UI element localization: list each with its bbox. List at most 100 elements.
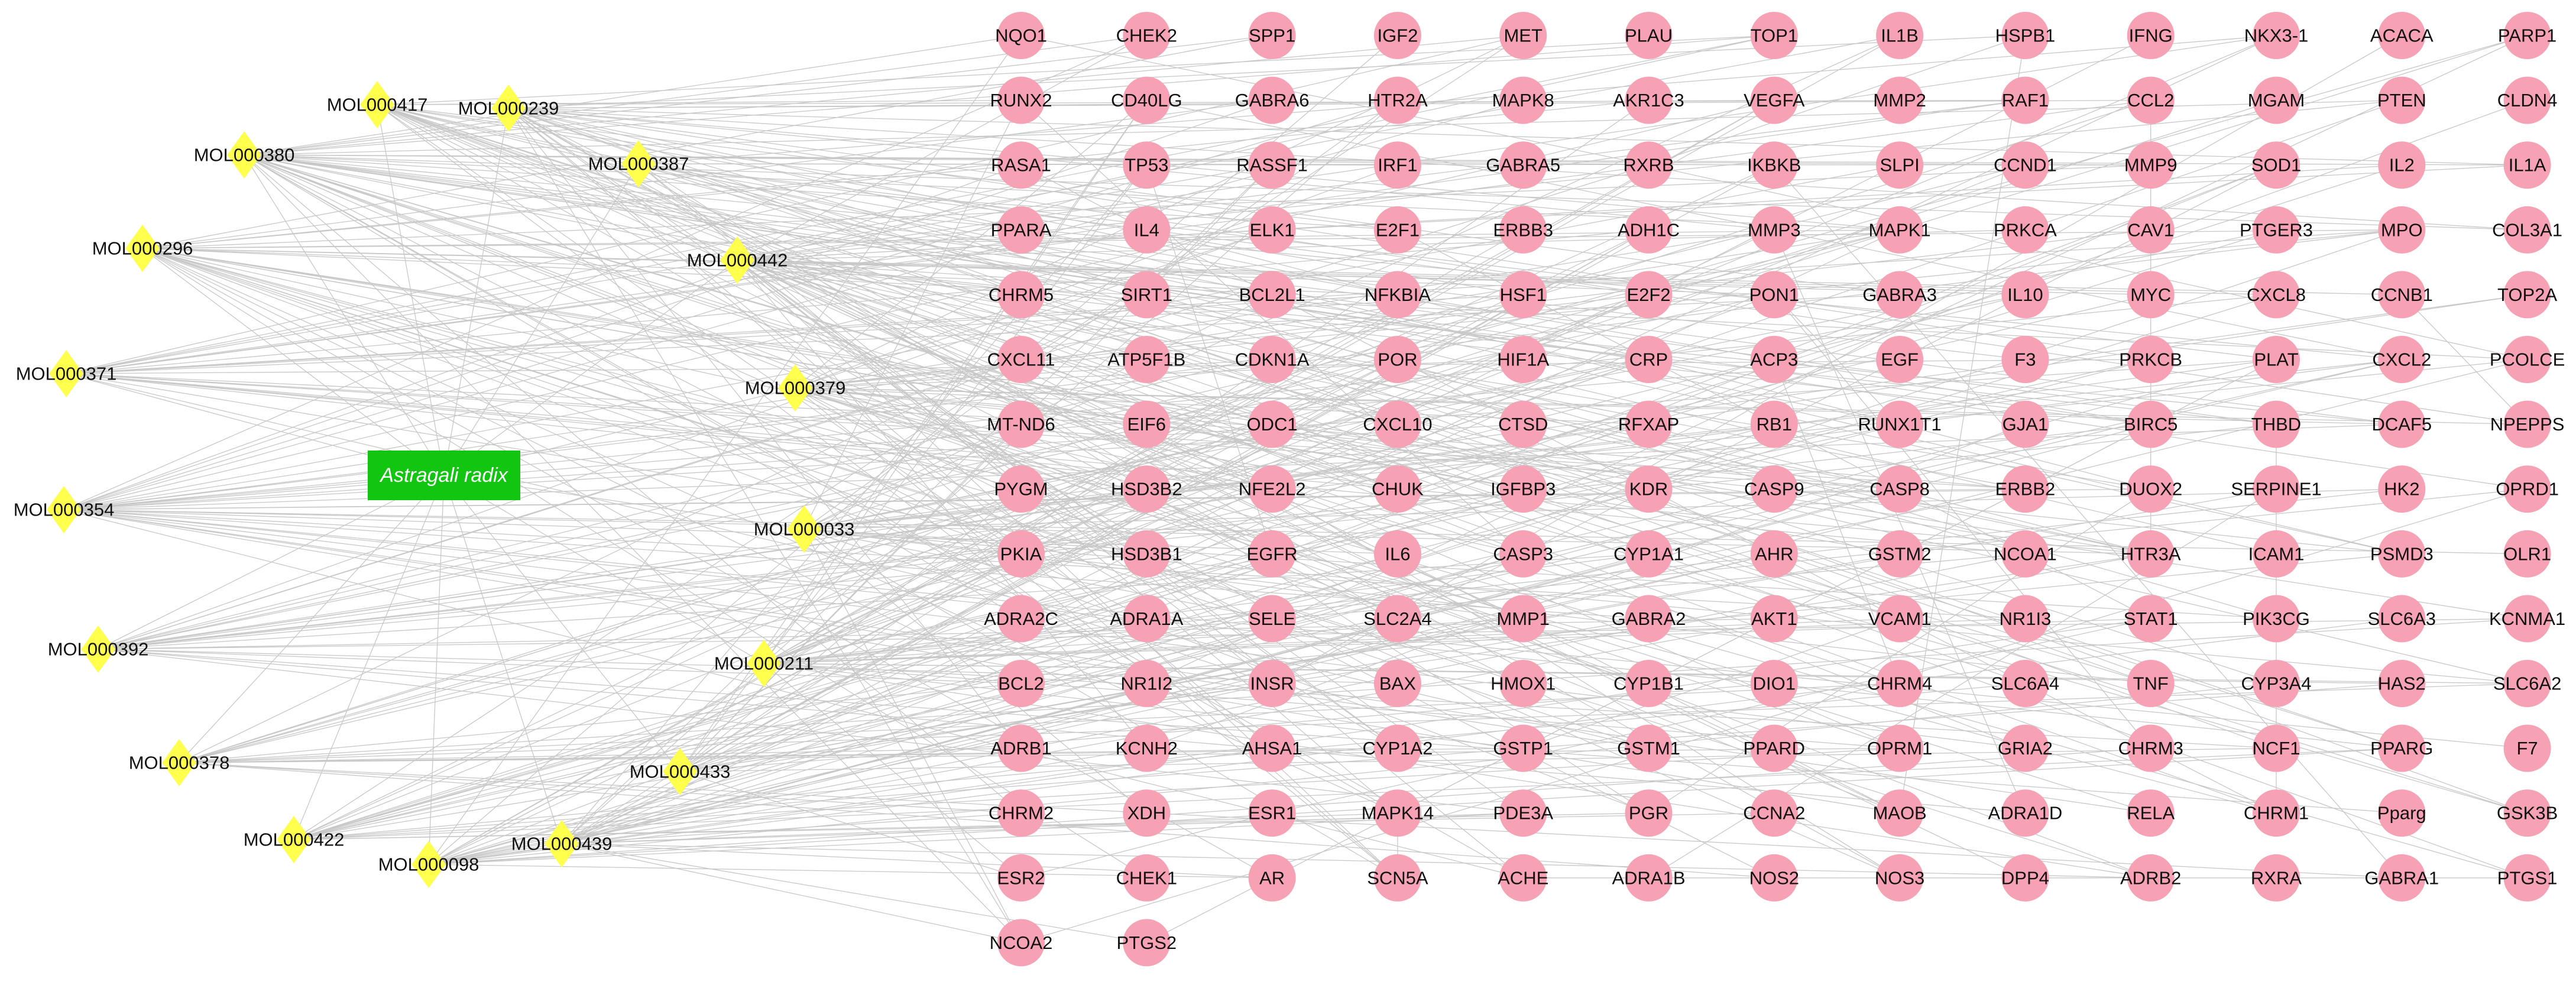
target-node[interactable]: ESR2: [997, 854, 1045, 902]
target-node[interactable]: RASSF1: [1236, 141, 1308, 189]
target-node[interactable]: PSMD3: [2370, 530, 2434, 578]
target-node[interactable]: MMP3: [1748, 206, 1801, 254]
target-node[interactable]: AHSA1: [1242, 724, 1302, 772]
target-node[interactable]: CTSD: [1498, 400, 1548, 448]
target-node[interactable]: IGFBP3: [1490, 465, 1556, 513]
target-node[interactable]: MYC: [2127, 271, 2175, 319]
target-node[interactable]: PLAU: [1625, 12, 1673, 59]
target-node[interactable]: CRP: [1625, 336, 1673, 383]
target-node[interactable]: HSD3B1: [1111, 530, 1182, 578]
target-node[interactable]: ADRB2: [2120, 854, 2181, 902]
target-node[interactable]: CHRM2: [989, 789, 1054, 837]
target-node[interactable]: GABRA1: [2364, 854, 2439, 902]
target-node[interactable]: RB1: [1750, 400, 1798, 448]
target-node[interactable]: GABRA2: [1612, 595, 1686, 643]
target-node[interactable]: MAPK1: [1869, 206, 1931, 254]
target-node[interactable]: PPARA: [991, 206, 1052, 254]
target-node[interactable]: F3: [2001, 336, 2049, 383]
target-node[interactable]: CCL2: [2127, 76, 2175, 124]
target-node[interactable]: EIF6: [1123, 400, 1171, 448]
target-node[interactable]: BAX: [1373, 660, 1421, 707]
target-node[interactable]: PGR: [1625, 789, 1673, 837]
target-node[interactable]: GSTM1: [1617, 724, 1680, 772]
target-node[interactable]: XDH: [1123, 789, 1171, 837]
target-node[interactable]: IFNG: [2127, 12, 2175, 59]
target-node[interactable]: CHRM5: [989, 271, 1054, 319]
target-node[interactable]: IL6: [1373, 530, 1421, 578]
compound-node[interactable]: MOL000442: [687, 236, 788, 284]
target-node[interactable]: EGFR: [1247, 530, 1298, 578]
target-node[interactable]: MPO: [2378, 206, 2426, 254]
compound-node[interactable]: MOL000354: [14, 486, 115, 533]
target-node[interactable]: CD40LG: [1111, 76, 1182, 124]
target-node[interactable]: NFKBIA: [1365, 271, 1431, 319]
target-node[interactable]: THBD: [2251, 400, 2301, 448]
target-node[interactable]: MMP2: [1873, 76, 1926, 124]
target-node[interactable]: ERBB2: [1995, 465, 2056, 513]
target-node[interactable]: TNF: [2127, 660, 2175, 707]
target-node[interactable]: EGF: [1876, 336, 1924, 383]
target-node[interactable]: PPARD: [1744, 724, 1806, 772]
target-node[interactable]: BCL2: [997, 660, 1045, 707]
target-node[interactable]: AKR1C3: [1613, 76, 1684, 124]
target-node[interactable]: NCOA1: [1994, 530, 2057, 578]
target-node[interactable]: CHEK1: [1116, 854, 1177, 902]
target-node[interactable]: RUNX2: [990, 76, 1052, 124]
target-node[interactable]: NFE2L2: [1239, 465, 1306, 513]
target-node[interactable]: PCOLCE: [2490, 336, 2565, 383]
target-node[interactable]: AR: [1248, 854, 1296, 902]
target-node[interactable]: DCAF5: [2371, 400, 2432, 448]
target-node[interactable]: KCNH2: [1116, 724, 1178, 772]
target-node[interactable]: RAF1: [2001, 76, 2049, 124]
target-node[interactable]: CAV1: [2127, 206, 2175, 254]
target-node[interactable]: OLR1: [2503, 530, 2551, 578]
target-node[interactable]: NKX3-1: [2244, 12, 2309, 59]
target-node[interactable]: MGAM: [2248, 76, 2305, 124]
target-node[interactable]: CCNA2: [1743, 789, 1805, 837]
target-node[interactable]: SIRT1: [1121, 271, 1172, 319]
target-node[interactable]: RELA: [2127, 789, 2175, 837]
target-node[interactable]: OPRD1: [2496, 465, 2559, 513]
target-node[interactable]: PYGM: [994, 465, 1048, 513]
target-node[interactable]: MT-ND6: [987, 400, 1055, 448]
target-node[interactable]: IL4: [1123, 206, 1171, 254]
compound-node[interactable]: MOL000422: [244, 816, 345, 863]
target-node[interactable]: BIRC5: [2124, 400, 2178, 448]
target-node[interactable]: AKT1: [1750, 595, 1798, 643]
target-node[interactable]: CHEK2: [1116, 12, 1177, 59]
target-node[interactable]: CXCL2: [2372, 336, 2431, 383]
target-node[interactable]: TOP1: [1751, 12, 1798, 59]
target-node[interactable]: CCNB1: [2371, 271, 2433, 319]
target-node[interactable]: SERPINE1: [2231, 465, 2322, 513]
target-node[interactable]: ESR1: [1248, 789, 1296, 837]
target-node[interactable]: E2F2: [1625, 271, 1673, 319]
target-node[interactable]: NCOA2: [990, 919, 1053, 967]
target-node[interactable]: RASA1: [991, 141, 1051, 189]
target-node[interactable]: PTGER3: [2240, 206, 2313, 254]
target-node[interactable]: ELK1: [1248, 206, 1296, 254]
herb-node[interactable]: Astragali radix: [368, 451, 520, 500]
target-node[interactable]: MAPK8: [1492, 76, 1554, 124]
target-node[interactable]: IKBKB: [1747, 141, 1801, 189]
target-node[interactable]: IL2: [2378, 141, 2426, 189]
target-node[interactable]: CXCL8: [2247, 271, 2306, 319]
target-node[interactable]: PARP1: [2498, 12, 2556, 59]
target-node[interactable]: SLC6A2: [2493, 660, 2561, 707]
target-node[interactable]: POR: [1373, 336, 1421, 383]
compound-node[interactable]: MOL000380: [194, 131, 295, 179]
target-node[interactable]: ACACA: [2370, 12, 2434, 59]
target-node[interactable]: OPRM1: [1867, 724, 1932, 772]
target-node[interactable]: GABRA5: [1486, 141, 1560, 189]
target-node[interactable]: NOS3: [1875, 854, 1924, 902]
compound-node[interactable]: MOL000211: [714, 640, 814, 687]
target-node[interactable]: SLC6A3: [2368, 595, 2436, 643]
target-node[interactable]: KCNMA1: [2489, 595, 2565, 643]
compound-node[interactable]: MOL000378: [129, 739, 230, 786]
target-node[interactable]: E2F1: [1373, 206, 1421, 254]
target-node[interactable]: TP53: [1123, 141, 1171, 189]
target-node[interactable]: IL1A: [2503, 141, 2551, 189]
target-node[interactable]: MAPK14: [1362, 789, 1434, 837]
target-node[interactable]: ADRA1D: [1988, 789, 2063, 837]
target-node[interactable]: PLAT: [2253, 336, 2300, 383]
target-node[interactable]: RFXAP: [1618, 400, 1679, 448]
